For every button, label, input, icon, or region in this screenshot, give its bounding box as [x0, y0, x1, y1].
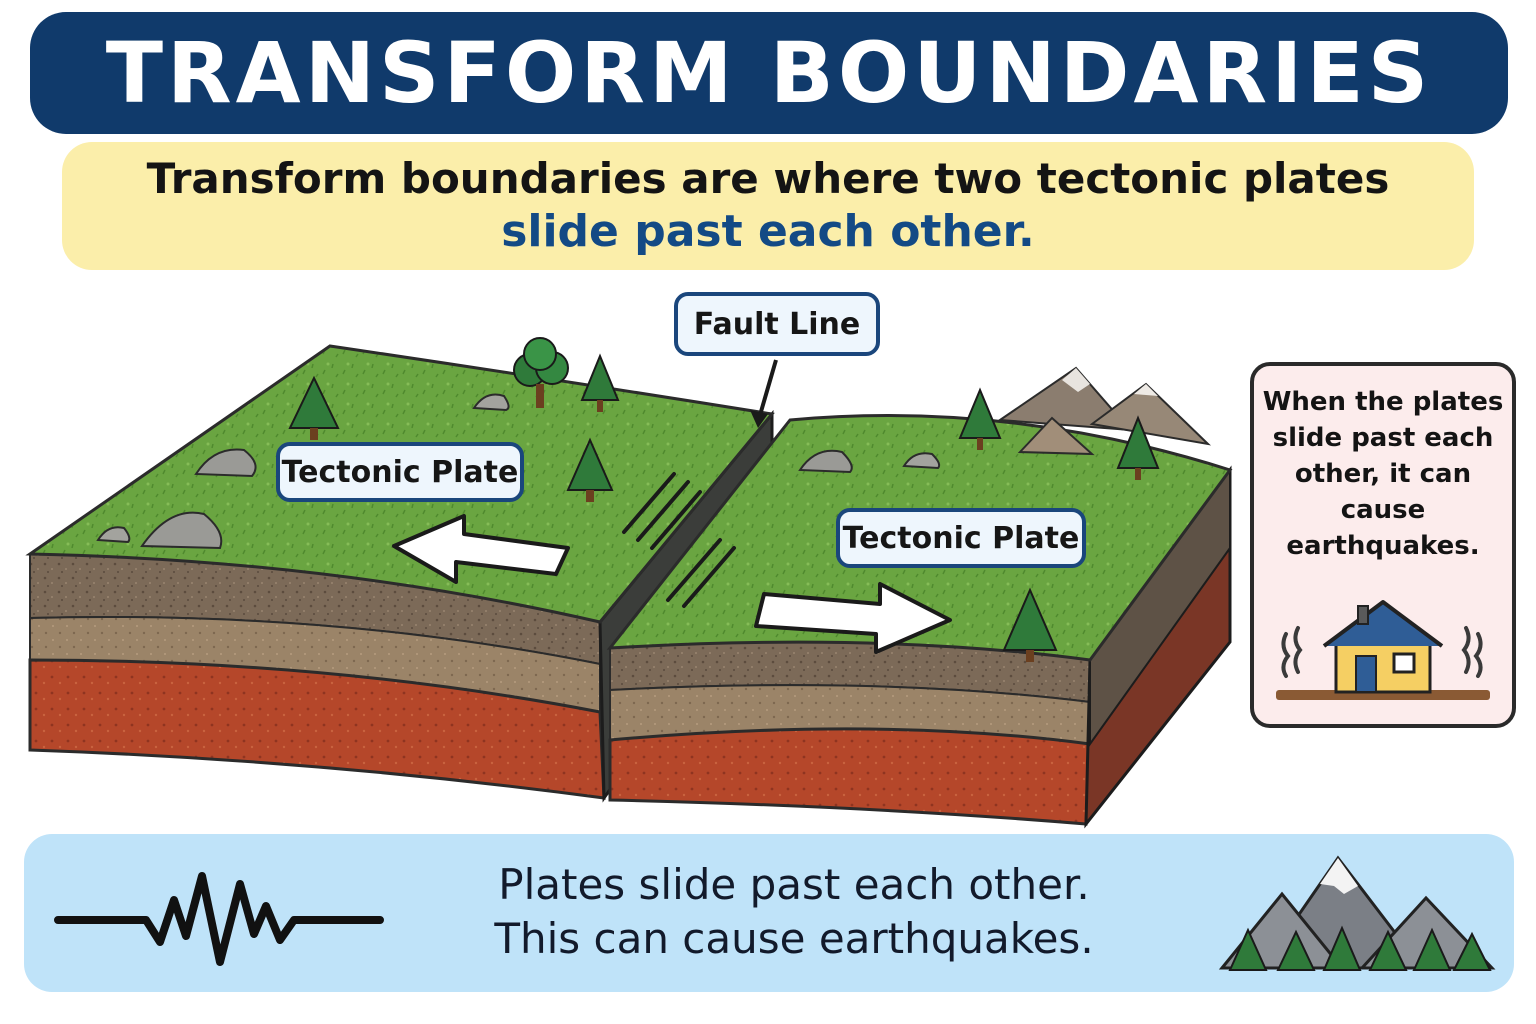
pine-tree-icon	[288, 375, 340, 440]
pine-tree-icon	[1002, 587, 1058, 662]
info-line: cause	[1340, 495, 1426, 525]
rock-icon	[140, 511, 223, 550]
rock-icon	[194, 448, 257, 478]
info-line: When the plates	[1262, 387, 1504, 417]
motion-arrow-right-icon	[754, 582, 952, 654]
pine-tree-icon	[958, 387, 1002, 450]
definition-box: Transform boundaries are where two tecto…	[62, 142, 1474, 270]
pine-tree-icon	[566, 437, 614, 502]
summary-text: Plates slide past each other. This can c…	[424, 858, 1164, 966]
page-title: TRANSFORM BOUNDARIES	[105, 24, 1433, 122]
rock-icon	[472, 393, 510, 412]
summary-line-1: Plates slide past each other.	[498, 860, 1090, 909]
fault-line-label: Fault Line	[674, 292, 880, 356]
earthquake-info-text: When the plates slide past each other, i…	[1262, 384, 1504, 564]
mountain-range	[997, 366, 1212, 456]
right-block-layer-clay	[608, 727, 1092, 826]
fault-motion-lines	[622, 472, 736, 608]
title-banner: TRANSFORM BOUNDARIES	[30, 12, 1508, 134]
fault-pointer-arrow	[756, 359, 778, 423]
mountain-forest-icon	[1218, 855, 1496, 971]
info-line: other, it can	[1294, 459, 1472, 489]
earthquake-info-card: When the plates slide past each other, i…	[1250, 362, 1516, 728]
right-plate-label: Tectonic Plate	[836, 508, 1086, 568]
info-line: slide past each	[1272, 423, 1494, 453]
pine-tree-icon	[513, 337, 569, 408]
motion-arrow-left-icon	[392, 514, 570, 584]
pine-tree-icon	[1116, 415, 1160, 480]
rock-icon	[798, 449, 853, 474]
info-line: earthquakes.	[1286, 531, 1480, 561]
definition-line-2-highlight: slide past each other.	[501, 206, 1035, 257]
summary-box: Plates slide past each other. This can c…	[24, 834, 1514, 992]
rock-icon	[902, 452, 941, 470]
pine-tree-icon	[580, 353, 620, 412]
rock-icon	[96, 526, 131, 544]
seismograph-wave-icon	[54, 872, 384, 966]
left-plate-label: Tectonic Plate	[276, 442, 524, 502]
definition-line-1: Transform boundaries are where two tecto…	[146, 154, 1390, 203]
shaking-house-icon	[1276, 600, 1490, 700]
summary-line-2: This can cause earthquakes.	[494, 914, 1094, 963]
